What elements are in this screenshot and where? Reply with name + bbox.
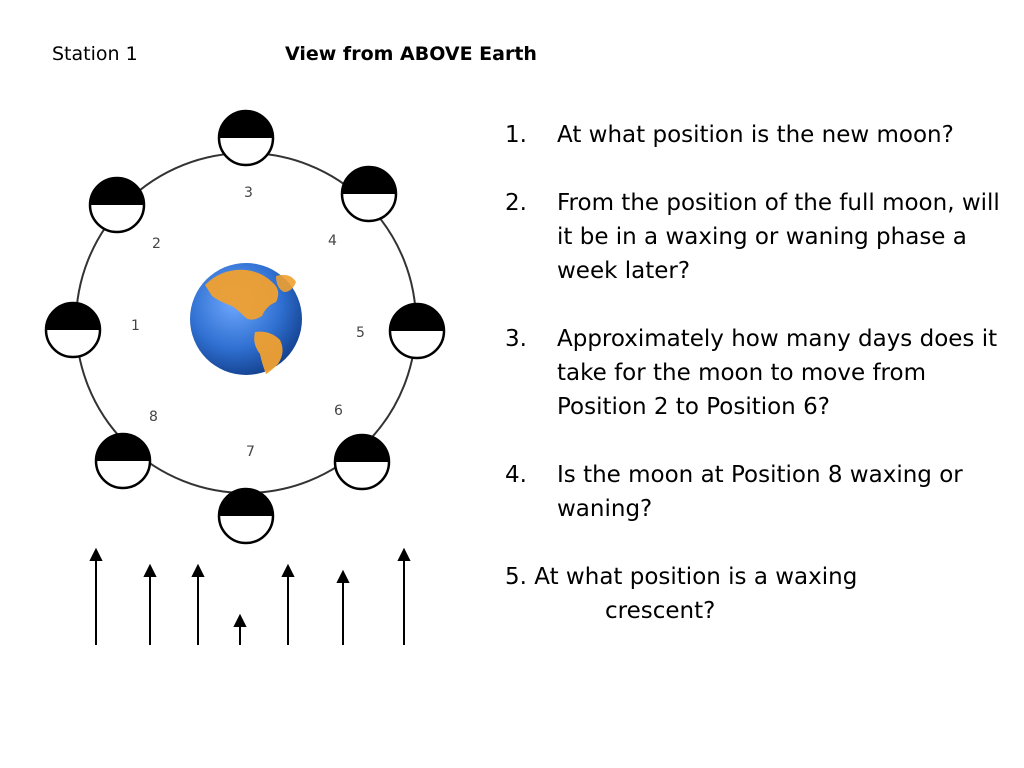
question-number: 1. xyxy=(505,122,527,148)
position-label-6: 6 xyxy=(334,403,343,419)
moon-position-4 xyxy=(340,165,398,223)
question-text: At what position is the new moon? xyxy=(557,122,954,148)
view-title: View from ABOVE Earth xyxy=(285,43,537,65)
moon-position-1 xyxy=(44,301,102,359)
question-3: 3. Approximately how many days does it t… xyxy=(505,322,1005,424)
moon-phase-diagram: 3 4 5 6 7 8 1 2 xyxy=(44,109,446,645)
question-number: 3. xyxy=(505,326,527,352)
north-america-land xyxy=(205,269,279,320)
moon-position-2 xyxy=(88,176,146,234)
position-label-8: 8 xyxy=(149,409,158,425)
question-text-line2: crescent? xyxy=(605,598,716,624)
position-label-4: 4 xyxy=(328,233,337,249)
question-number: 5. xyxy=(505,564,527,590)
question-4: 4. Is the moon at Position 8 waxing or w… xyxy=(505,458,1005,526)
position-label-3: 3 xyxy=(244,185,253,201)
question-text: From the position of the full moon, will… xyxy=(557,190,1000,284)
greenland-land xyxy=(276,274,296,292)
moon-position-3 xyxy=(217,109,275,167)
moon-position-8 xyxy=(94,432,152,490)
question-text-line1: At what position is a waxing xyxy=(534,564,858,590)
question-2: 2. From the position of the full moon, w… xyxy=(505,186,1005,288)
moon-position-5 xyxy=(388,302,446,360)
station-label: Station 1 xyxy=(52,43,138,65)
sunlight-arrows xyxy=(89,547,411,645)
position-label-1: 1 xyxy=(131,318,140,334)
position-label-5: 5 xyxy=(356,325,365,341)
south-america-land xyxy=(254,331,283,374)
moon-position-7 xyxy=(217,487,275,545)
position-label-2: 2 xyxy=(152,236,161,252)
question-5: 5. At what position is a waxing crescent… xyxy=(505,560,1005,628)
earth-globe xyxy=(190,263,302,375)
question-list: 1. At what position is the new moon? 2. … xyxy=(505,118,1005,628)
moon-position-6 xyxy=(333,433,391,491)
question-number: 4. xyxy=(505,462,527,488)
position-label-7: 7 xyxy=(246,444,255,460)
question-text: Is the moon at Position 8 waxing or wani… xyxy=(557,462,963,522)
question-1: 1. At what position is the new moon? xyxy=(505,118,1005,152)
question-text: Approximately how many days does it take… xyxy=(557,326,998,420)
question-number: 2. xyxy=(505,190,527,216)
